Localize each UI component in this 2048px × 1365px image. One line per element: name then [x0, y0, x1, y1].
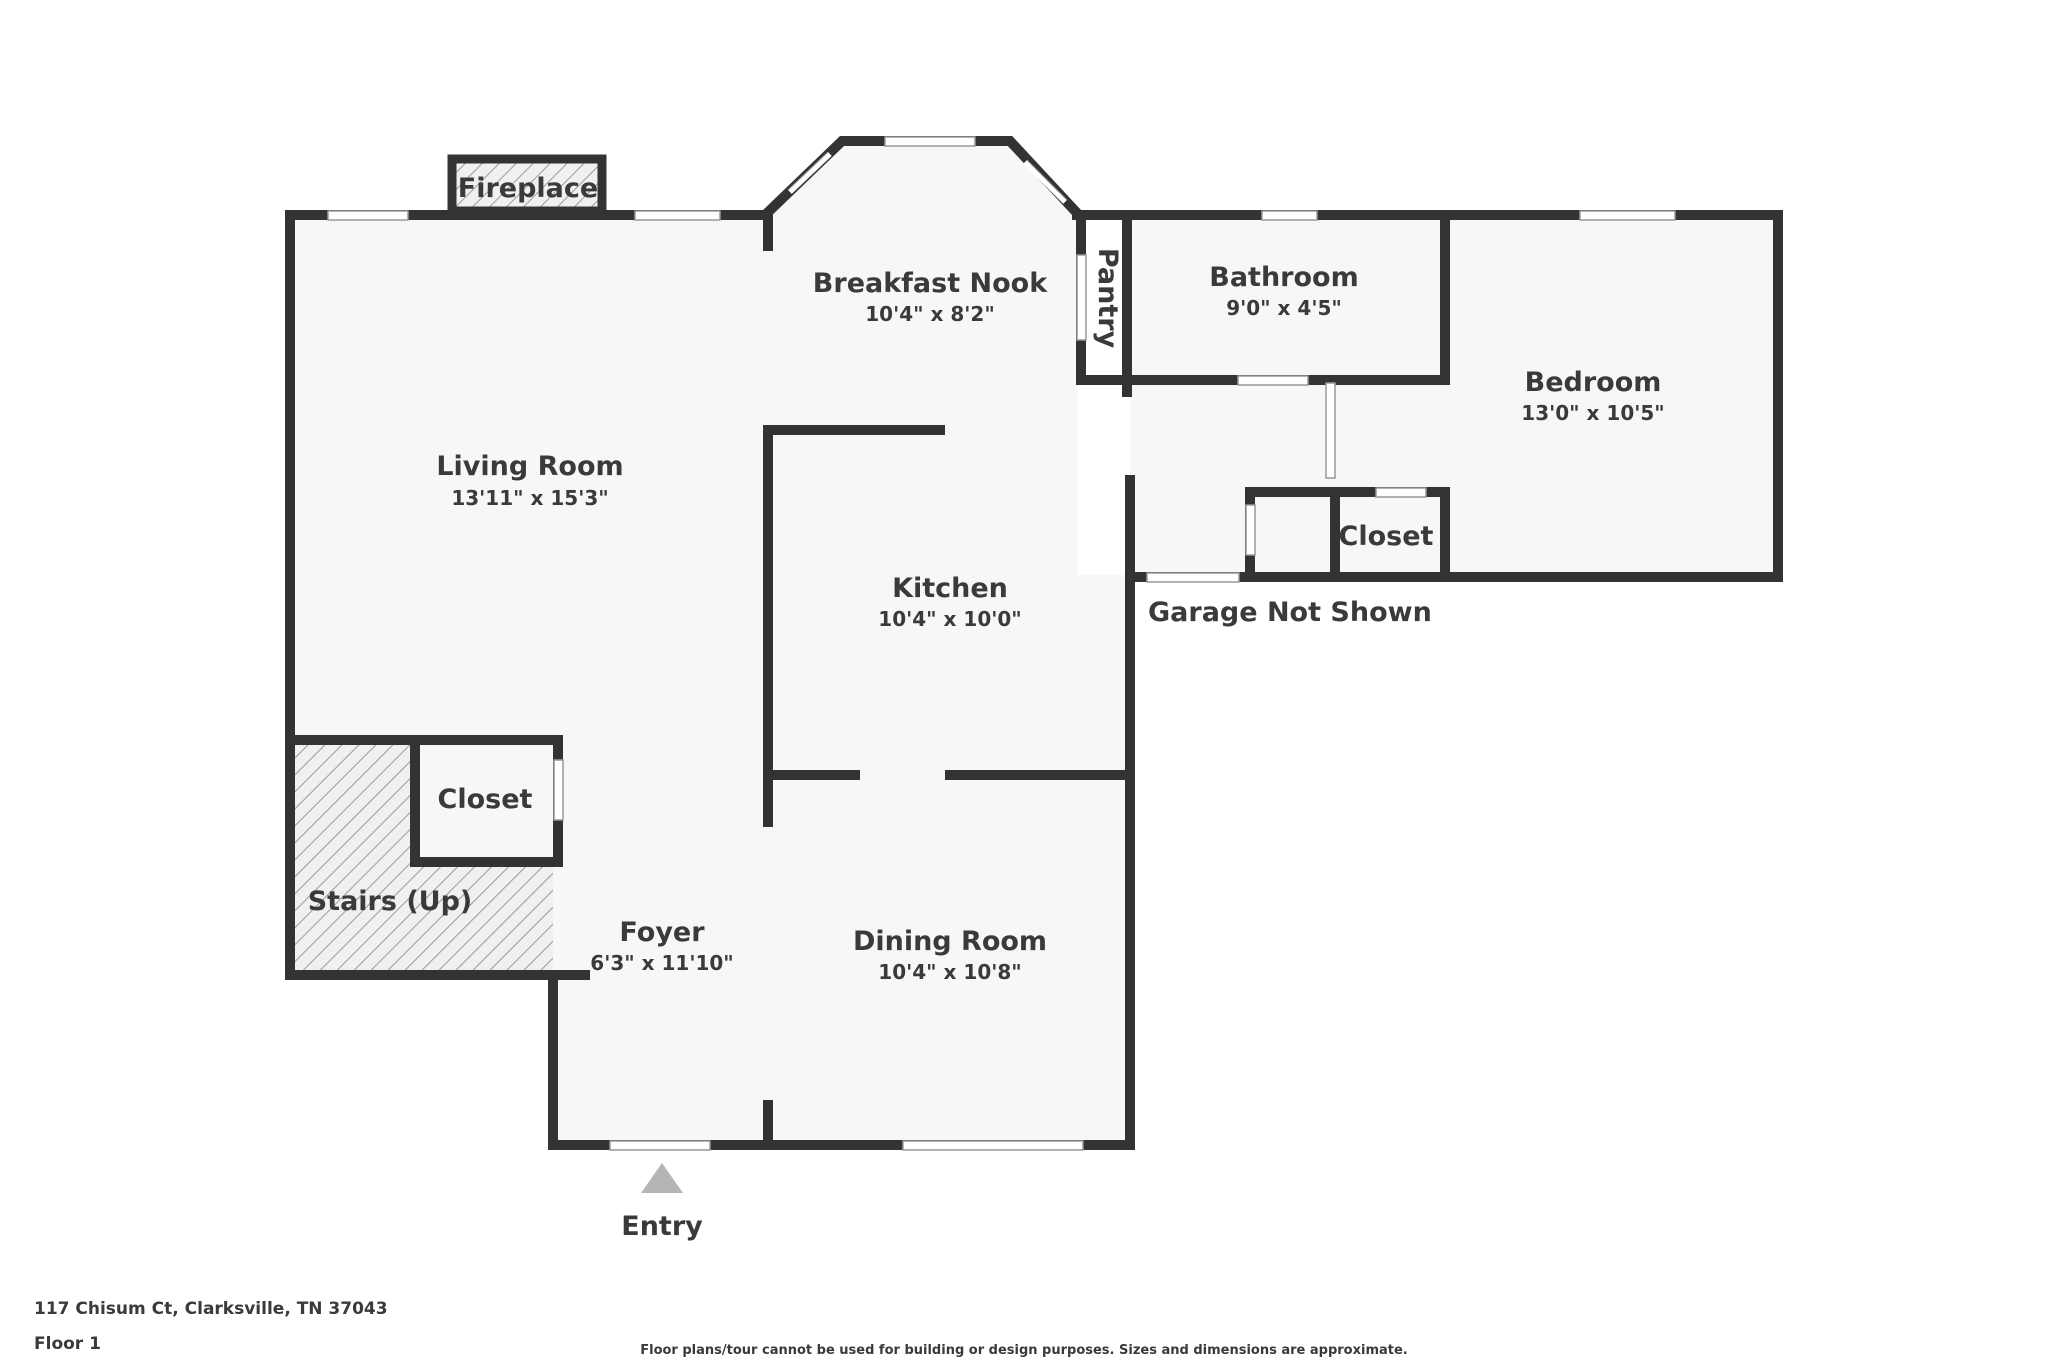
foyer-dim: 6'3" x 11'10": [590, 951, 733, 975]
openings: [327, 136, 1676, 1151]
garage-label: Garage Not Shown: [1148, 597, 1432, 628]
breakfast-nook-name: Breakfast Nook: [813, 268, 1048, 299]
stairs-area: [294, 744, 553, 971]
stairs-label: Stairs (Up): [308, 886, 473, 917]
entry-label: Entry: [621, 1211, 703, 1242]
address-text: 117 Chisum Ct, Clarksville, TN 37043: [34, 1299, 388, 1319]
entry-arrow-icon: [641, 1163, 683, 1193]
foyer-closet-label: Closet: [438, 784, 533, 815]
pantry-door: [1076, 254, 1087, 341]
dining-room-dim: 10'4" x 10'8": [878, 960, 1021, 984]
bathroom-name: Bathroom: [1209, 262, 1358, 293]
living-room-name: Living Room: [436, 451, 623, 482]
bay-windows: [788, 152, 1067, 204]
kitchen-dim: 10'4" x 10'0": [878, 607, 1021, 631]
bedroom-closet-label: Closet: [1339, 521, 1434, 552]
pantry-label: Pantry: [1092, 248, 1123, 349]
dining-room-name: Dining Room: [853, 926, 1047, 957]
floor-label: Floor 1: [34, 1334, 101, 1354]
fireplace-label: Fireplace: [458, 173, 598, 204]
bedroom-name: Bedroom: [1525, 367, 1662, 398]
bay-window-frames: [787, 151, 1068, 201]
breakfast-nook-dim: 10'4" x 8'2": [865, 302, 995, 326]
bathroom-dim: 9'0" x 4'5": [1226, 296, 1342, 320]
living-room-dim: 13'11" x 15'3": [451, 486, 608, 510]
foyer-name: Foyer: [619, 917, 705, 948]
kitchen-name: Kitchen: [892, 573, 1008, 604]
bedroom-dim: 13'0" x 10'5": [1521, 401, 1664, 425]
disclaimer-text: Floor plans/tour cannot be used for buil…: [640, 1343, 1408, 1358]
